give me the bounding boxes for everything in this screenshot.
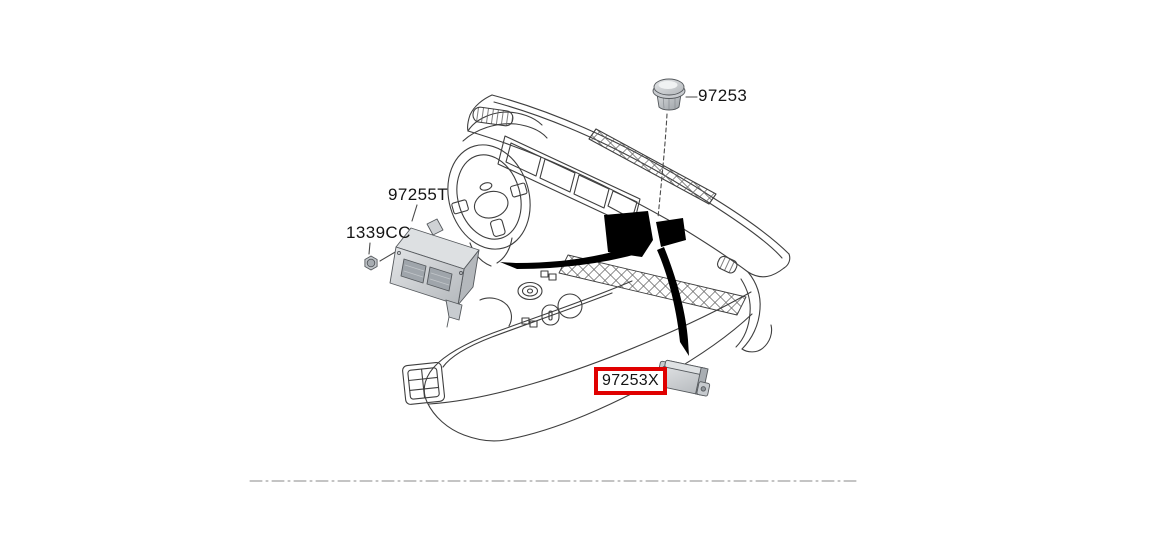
callout-97253X-highlighted[interactable]: 97253X xyxy=(594,367,667,395)
part-97253-sensor xyxy=(652,78,686,111)
arrow-to-heater-control xyxy=(500,246,633,269)
part-1339CC-nut xyxy=(364,255,378,271)
callout-97253X-label: 97253X xyxy=(602,372,659,389)
steering-wheel xyxy=(447,144,531,250)
part-97255T-heater-control xyxy=(389,218,480,328)
console-rear-vent xyxy=(402,361,446,405)
callout-97255T[interactable]: 97255T xyxy=(388,185,449,204)
callout-1339CC[interactable]: 1339CC xyxy=(346,223,411,242)
callout-97253[interactable]: 97253 xyxy=(698,86,748,105)
arrow-to-sensor xyxy=(657,247,689,356)
mount-location-patches xyxy=(604,211,686,257)
direction-arrows xyxy=(500,246,689,356)
part-97253X-sensor xyxy=(657,359,711,397)
